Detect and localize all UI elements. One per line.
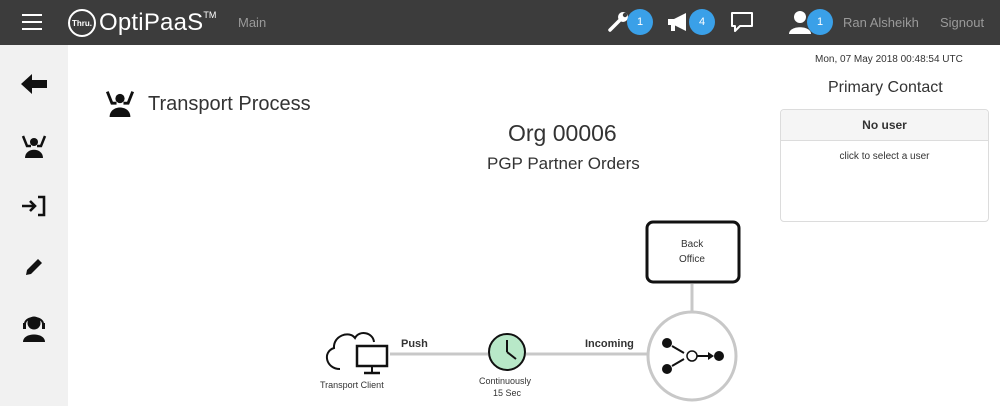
announcements-count-badge: 4 [689, 9, 715, 35]
router-node [646, 310, 738, 402]
transport-process-icon [104, 87, 136, 122]
sidebar-item-transport-process[interactable] [14, 130, 54, 160]
schedule-label-line1: Continuously [479, 376, 532, 386]
brand-name: OptiPaaS [99, 9, 204, 36]
user-name[interactable]: Ran Alsheikh [843, 15, 919, 30]
support-agent-icon [23, 316, 45, 342]
back-office-node [645, 220, 741, 284]
top-navbar: Thru. OptiPaaS TM Main 1 4 1 Ran Alsheik… [0, 0, 1000, 45]
brand-trademark: TM [203, 10, 217, 20]
chat-icon[interactable] [729, 10, 755, 39]
back-office-label-line1: Back [681, 239, 704, 250]
brand-logo[interactable]: Thru. OptiPaaS TM [68, 8, 216, 38]
main-link[interactable]: Main [238, 15, 267, 30]
current-datetime: Mon, 07 May 2018 00:48:54 UTC [815, 54, 963, 65]
primary-contact-header: No user [781, 110, 988, 141]
org-name: Org 00006 [508, 120, 617, 146]
sidebar-item-edit[interactable] [14, 252, 54, 282]
megaphone-icon[interactable] [666, 11, 692, 38]
pencil-icon [26, 259, 42, 275]
schedule-label-line2: 15 Sec [493, 388, 522, 398]
sidebar-item-support[interactable] [14, 313, 54, 343]
wrench-icon[interactable] [607, 9, 631, 38]
user-count-badge: 1 [807, 9, 833, 35]
org-subtitle: PGP Partner Orders [487, 154, 640, 173]
sign-in-icon [22, 195, 46, 217]
user-icon[interactable] [788, 9, 812, 40]
signout-link[interactable]: Signout [940, 15, 985, 30]
sidebar-item-sign-in[interactable] [14, 191, 54, 221]
sidebar [0, 45, 68, 406]
transport-process-icon [21, 135, 47, 158]
primary-contact-card[interactable]: No user click to select a user [780, 109, 989, 222]
incoming-label: Incoming [585, 338, 634, 350]
page-title: Transport Process [148, 93, 311, 115]
clock-icon [488, 333, 526, 371]
cloud-monitor-icon [325, 332, 389, 375]
brand-badge: Thru. [68, 9, 96, 37]
back-office-label-line2: Office [679, 254, 705, 265]
back-arrow-icon [21, 74, 47, 94]
transport-client-label: Transport Client [320, 380, 384, 390]
menu-icon[interactable] [22, 14, 42, 30]
select-user-hint: click to select a user [839, 151, 930, 162]
primary-contact-title: Primary Contact [828, 79, 943, 96]
back-button[interactable] [14, 69, 54, 99]
push-label: Push [401, 338, 428, 350]
tools-count-badge: 1 [627, 9, 653, 35]
